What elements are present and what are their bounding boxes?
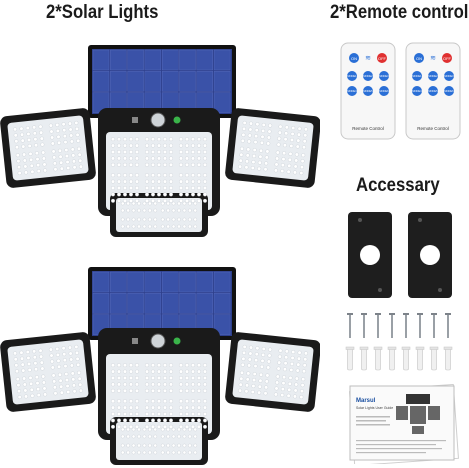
mode4-label: MODE4 — [412, 89, 422, 93]
side-lamp-right — [225, 108, 320, 188]
user-manual: Marsul Solar Lights User Guide — [349, 384, 459, 464]
solar-panel — [88, 267, 236, 358]
off-button-label: OFF — [378, 56, 387, 61]
wifi-icon: ≋ — [365, 54, 371, 62]
side-lamp-left — [0, 108, 96, 188]
off-button — [377, 53, 387, 63]
solar-panel — [88, 45, 236, 136]
mode-buttons — [347, 71, 389, 96]
mode1-label: MODE1 — [412, 74, 422, 78]
off-button — [442, 53, 452, 63]
manual-brand: Marsul — [356, 398, 376, 404]
remote-control-heading: 2*Remote control — [330, 2, 469, 23]
light-sensor — [173, 337, 181, 345]
on-button — [349, 53, 359, 63]
manual-subtitle: Solar Lights User Guide — [356, 406, 393, 410]
solar-lights-heading: 2*Solar Lights — [46, 2, 159, 23]
mode3-label: MODE3 — [379, 74, 389, 78]
solar-light-unit-2 — [0, 267, 320, 465]
motion-sensor — [150, 333, 166, 349]
remote-control-1: ON ≋ OFF MODE1 MODE2 MODE3 MODE4 MODE5 M… — [340, 42, 396, 140]
manual-product-illustration — [396, 394, 440, 434]
mode2-label: MODE2 — [428, 74, 438, 78]
mode4-label: MODE4 — [347, 89, 357, 93]
mode6-label: MODE6 — [444, 89, 454, 93]
remote-caption: Remote Control — [417, 126, 449, 131]
mode3-label: MODE3 — [444, 74, 454, 78]
wifi-icon: ≋ — [430, 54, 436, 62]
mode5-label: MODE5 — [428, 89, 438, 93]
side-lamp-left — [0, 332, 96, 412]
bottom-lamp — [110, 417, 208, 465]
accessory-heading: Accessary — [356, 175, 440, 196]
motion-sensor — [150, 112, 166, 128]
on-button-label: ON — [351, 56, 357, 61]
mode2-label: MODE2 — [363, 74, 373, 78]
mode-buttons — [412, 71, 454, 96]
mode6-label: MODE6 — [379, 89, 389, 93]
remote-caption: Remote Control — [352, 126, 384, 131]
screws-and-anchors — [345, 313, 453, 371]
mounting-plate-left — [348, 212, 392, 298]
side-lamp-right — [225, 332, 320, 412]
remote-control-2: ON ≋ OFF MODE1 MODE2 MODE3 MODE4 MODE5 M… — [405, 42, 461, 140]
off-button-label: OFF — [443, 56, 452, 61]
mounting-plate-right — [408, 212, 452, 298]
light-sensor — [173, 116, 181, 124]
on-button-label: ON — [416, 56, 422, 61]
mode1-label: MODE1 — [347, 74, 357, 78]
solar-light-unit-1 — [0, 45, 320, 237]
manual-text-lines — [356, 416, 446, 454]
mode5-label: MODE5 — [363, 89, 373, 93]
mounting-plates — [348, 212, 452, 298]
on-button — [414, 53, 424, 63]
